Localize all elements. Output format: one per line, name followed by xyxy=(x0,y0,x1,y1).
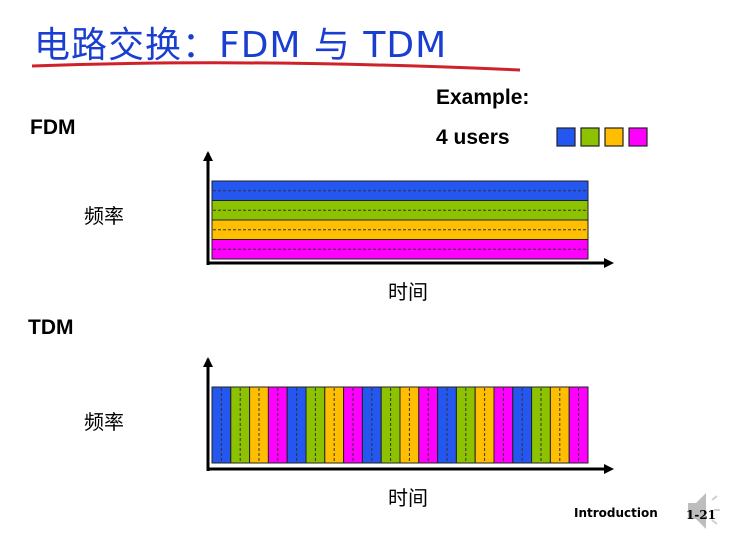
example-label: Example: xyxy=(436,86,530,109)
speaker-icon xyxy=(688,493,720,529)
legend-swatch xyxy=(628,127,648,147)
legend-swatch xyxy=(604,127,624,147)
tdm-y-axis-label: 频率 xyxy=(84,410,124,434)
fdm-label: FDM xyxy=(30,116,76,139)
legend-swatch xyxy=(580,127,600,147)
fdm-y-axis-label: 频率 xyxy=(84,204,124,228)
users-label: 4 users xyxy=(436,126,510,149)
footer-section: Introduction xyxy=(574,506,658,520)
user-color-legend xyxy=(556,127,648,147)
legend-swatch xyxy=(556,127,576,147)
page-number: 1-21 xyxy=(686,508,717,522)
tdm-diagram xyxy=(203,357,614,474)
tdm-label: TDM xyxy=(28,316,74,339)
fdm-diagram xyxy=(203,151,614,268)
tdm-x-axis-label: 时间 xyxy=(388,486,428,510)
fdm-x-axis-label: 时间 xyxy=(388,280,428,304)
slide-title: 电路交换：FDM 与 TDM xyxy=(34,25,448,66)
title-underline xyxy=(31,61,521,72)
